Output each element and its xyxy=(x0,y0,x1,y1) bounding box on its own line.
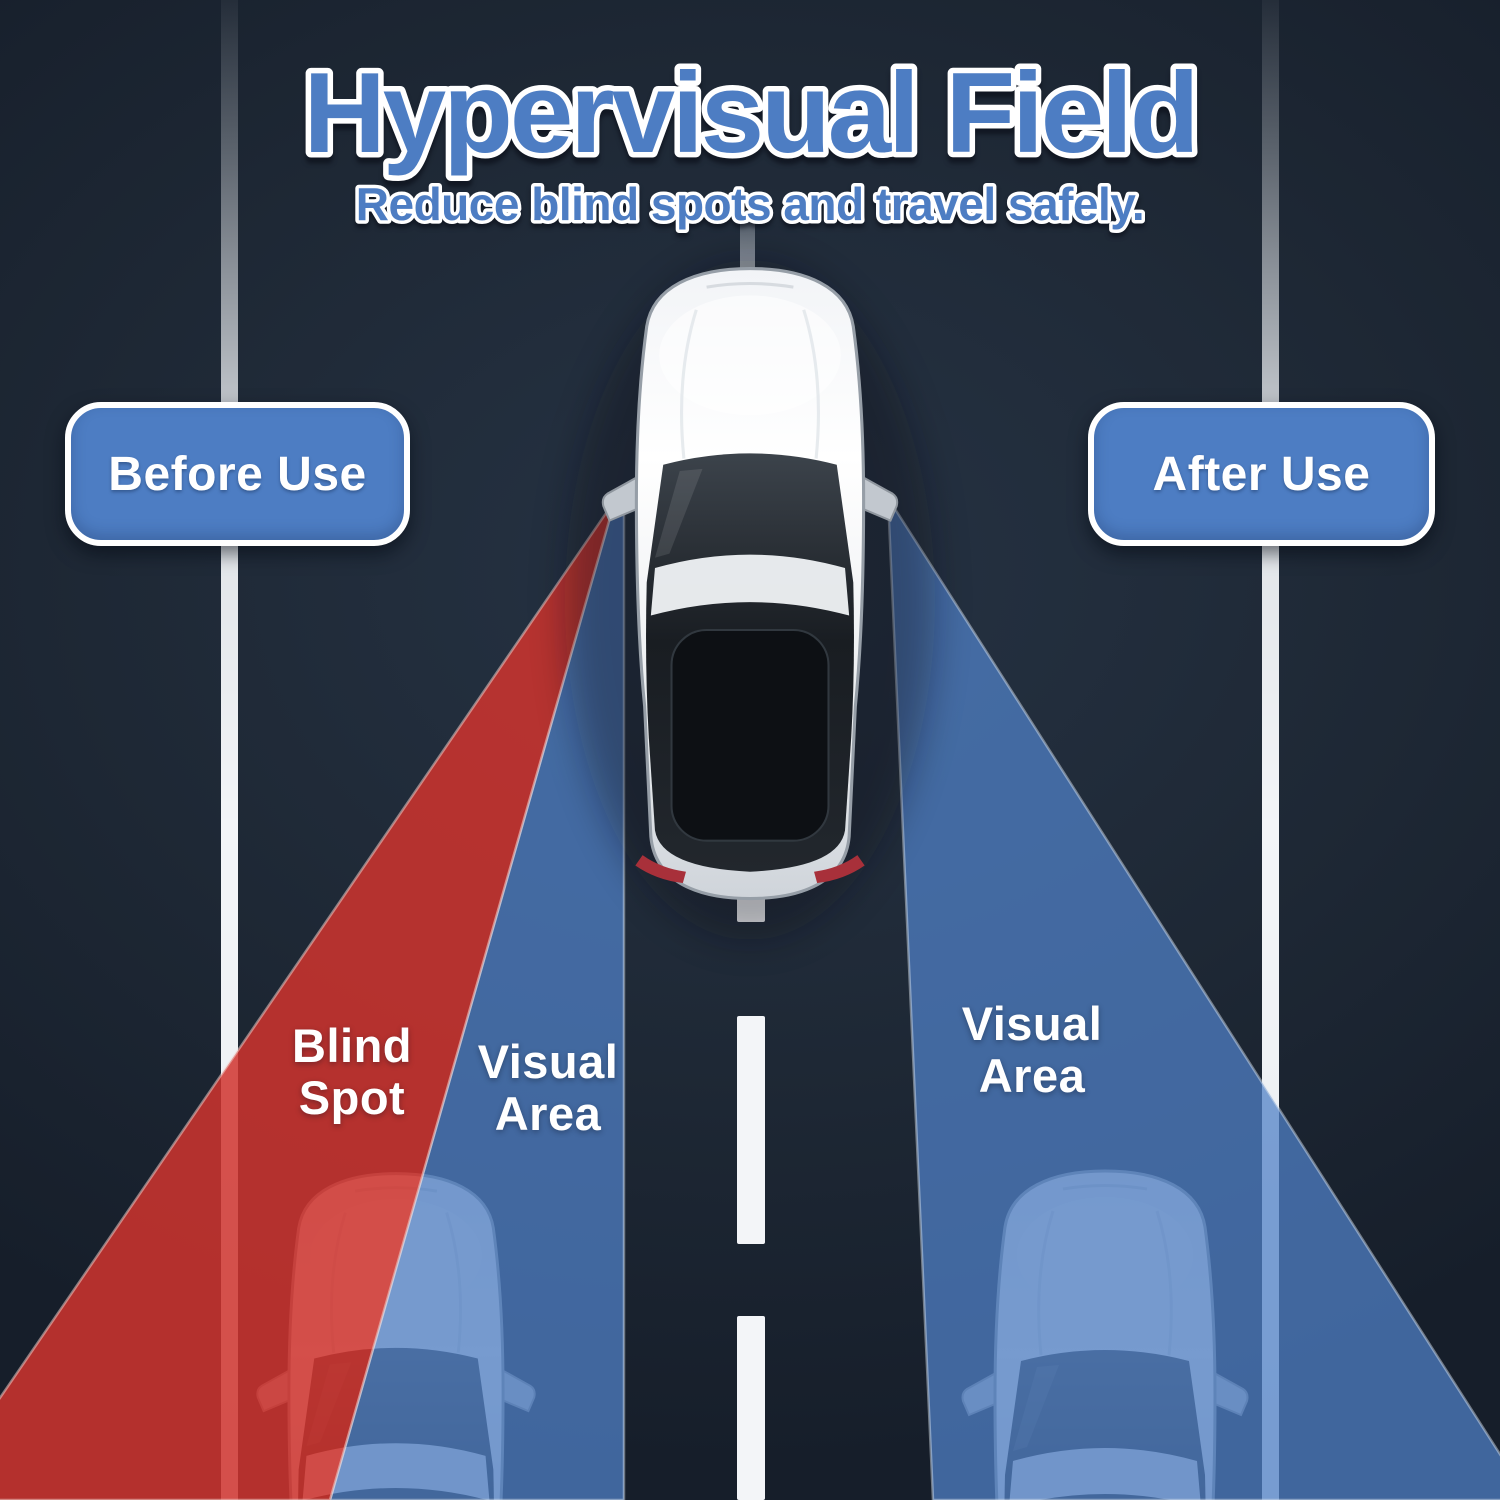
after-use-label: After Use xyxy=(1152,447,1371,501)
blind-spot-label: Blind Spot xyxy=(292,1019,412,1124)
visual-area-cone-right xyxy=(886,493,1500,1500)
center-dashed-line xyxy=(737,890,765,1500)
page-title: Hypervisual Field xyxy=(303,50,1196,177)
before-use-label: Before Use xyxy=(108,447,367,501)
header: Hypervisual Field Reduce blind spots and… xyxy=(298,45,1205,234)
page-subtitle: Reduce blind spots and travel safely. xyxy=(356,178,1144,230)
blind-spot-cone xyxy=(0,499,617,1500)
visual-area-label-right: Visual Area xyxy=(961,997,1103,1102)
visual-area-label-left: Visual Area xyxy=(477,1035,619,1140)
before-use-badge: Before Use xyxy=(65,402,410,546)
after-use-badge: After Use xyxy=(1088,402,1435,546)
